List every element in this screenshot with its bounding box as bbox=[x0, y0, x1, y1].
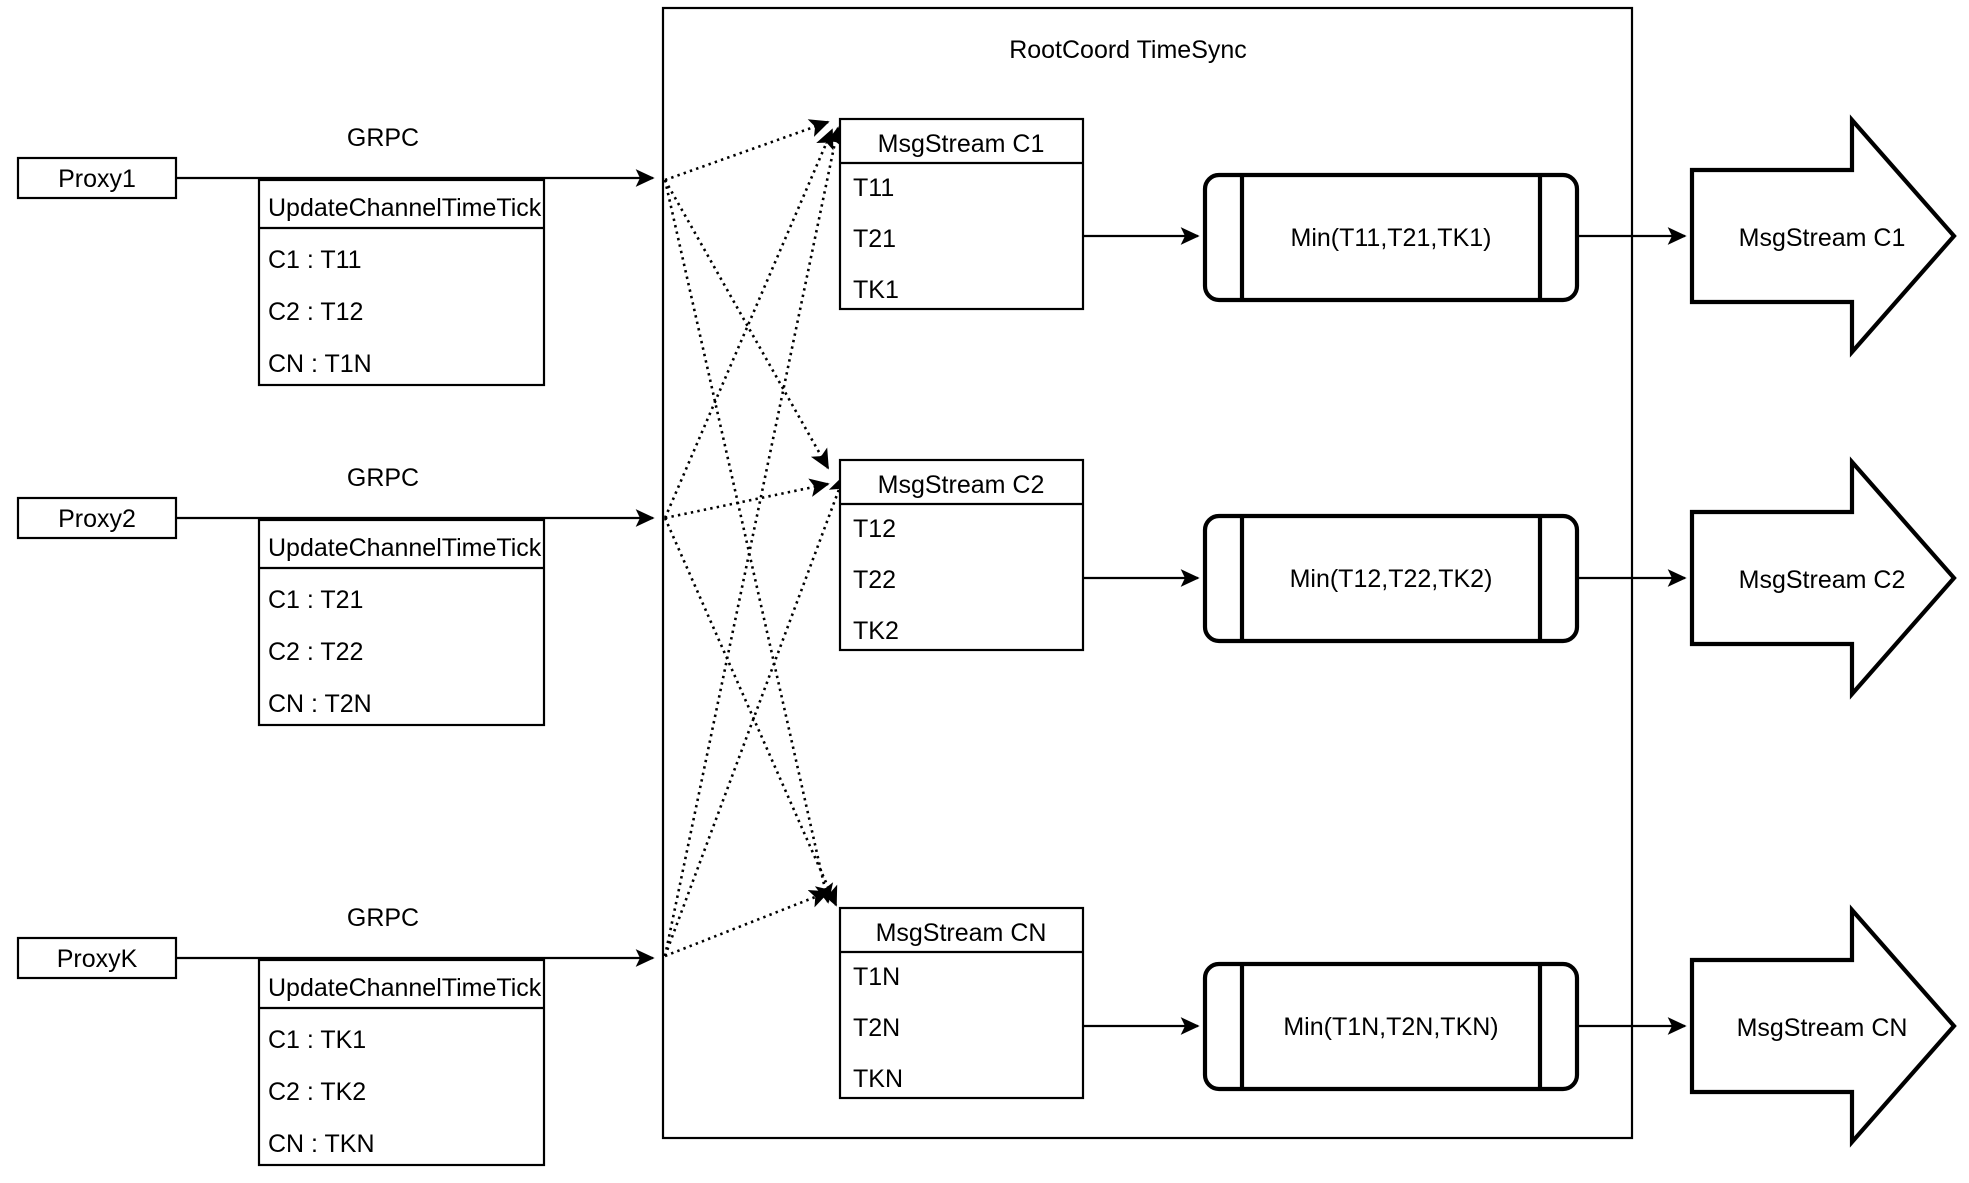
proxy-label-2: Proxy2 bbox=[58, 505, 136, 533]
min-label-3: Min(T1N,T2N,TKN) bbox=[1283, 1013, 1498, 1041]
min-process-1: Min(T11,T21,TK1) bbox=[1202, 172, 1580, 303]
msgstream-buffer-2: MsgStream C2 T12 T22 TK2 bbox=[838, 458, 1085, 652]
rpc-row-3-0: C1 : TK1 bbox=[268, 1026, 366, 1054]
msgstream-tick-2-1: T22 bbox=[853, 566, 896, 594]
proxy-label-3: ProxyK bbox=[57, 945, 138, 973]
rpc-row-3-2: CN : TKN bbox=[268, 1130, 375, 1158]
route-p1-cn bbox=[663, 179, 834, 904]
grpc-label-1: GRPC bbox=[347, 124, 419, 152]
min-label-1: Min(T11,T21,TK1) bbox=[1291, 224, 1492, 252]
output-label-3: MsgStream CN bbox=[1737, 1014, 1908, 1042]
msgstream-tick-3-0: T1N bbox=[853, 963, 900, 991]
msgstream-buffer-3: MsgStream CN T1N T2N TKN bbox=[838, 906, 1085, 1100]
channel-group-3: MsgStream CN T1N T2N TKN Min(T1N,T2N,TKN… bbox=[838, 904, 1957, 1148]
output-arrow-3: MsgStream CN bbox=[1689, 904, 1957, 1148]
proxy-group-2: Proxy2 GRPC UpdateChannelTimeTick C1 : T… bbox=[16, 464, 655, 727]
msgstream-tick-1-2: TK1 bbox=[853, 276, 899, 304]
msgstream-tick-3-1: T2N bbox=[853, 1014, 900, 1042]
route-pk-c1 bbox=[663, 126, 844, 957]
rpc-row-2-1: C2 : T22 bbox=[268, 638, 363, 666]
route-p2-c2 bbox=[664, 478, 830, 520]
msgstream-tick-2-2: TK2 bbox=[853, 617, 899, 645]
rpc-row-2-2: CN : T2N bbox=[268, 690, 372, 718]
grpc-label-2: GRPC bbox=[347, 464, 419, 492]
msgstream-buffer-1: MsgStream C1 T11 T21 TK1 bbox=[838, 117, 1085, 311]
route-p1-c2 bbox=[663, 179, 830, 470]
msgstream-title-2: MsgStream C2 bbox=[878, 471, 1045, 499]
output-label-2: MsgStream C2 bbox=[1739, 566, 1906, 594]
proxy-box-1[interactable] bbox=[16, 156, 178, 200]
rpc-payload-box-2: UpdateChannelTimeTick C1 : T21 C2 : T22 … bbox=[257, 518, 546, 727]
output-label-1: MsgStream C1 bbox=[1739, 224, 1906, 252]
msgstream-title-1: MsgStream C1 bbox=[878, 130, 1045, 158]
rpc-row-3-1: C2 : TK2 bbox=[268, 1078, 366, 1106]
msgstream-tick-2-0: T12 bbox=[853, 515, 896, 543]
route-p1-c1 bbox=[664, 119, 830, 182]
route-p2-c1 bbox=[663, 128, 834, 519]
rpc-row-1-0: C1 : T11 bbox=[268, 246, 362, 274]
rpc-header-3: UpdateChannelTimeTick bbox=[268, 974, 542, 1002]
grpc-label-3: GRPC bbox=[347, 904, 419, 932]
rpc-payload-box-3: UpdateChannelTimeTick C1 : TK1 C2 : TK2 … bbox=[257, 958, 546, 1167]
rpc-header-2: UpdateChannelTimeTick bbox=[268, 534, 542, 562]
channel-group-2: MsgStream C2 T12 T22 TK2 Min(T12,T22,TK2… bbox=[838, 456, 1957, 700]
min-process-3: Min(T1N,T2N,TKN) bbox=[1202, 961, 1580, 1092]
output-arrow-1: MsgStream C1 bbox=[1689, 114, 1957, 358]
container-title: RootCoord TimeSync bbox=[1009, 36, 1247, 64]
msgstream-tick-1-0: T11 bbox=[853, 174, 894, 202]
route-pk-cn bbox=[664, 889, 830, 958]
rpc-row-1-2: CN : T1N bbox=[268, 350, 372, 378]
proxy-label-1: Proxy1 bbox=[58, 165, 136, 193]
rpc-payload-box-1: UpdateChannelTimeTick C1 : T11 C2 : T12 … bbox=[257, 178, 546, 387]
msgstream-title-3: MsgStream CN bbox=[876, 919, 1047, 947]
proxy-group-1: Proxy1 GRPC UpdateChannelTimeTick C1 : T… bbox=[16, 124, 655, 387]
msgstream-tick-1-1: T21 bbox=[853, 225, 896, 253]
output-arrow-2: MsgStream C2 bbox=[1689, 456, 1957, 700]
proxy-group-3: ProxyK GRPC UpdateChannelTimeTick C1 : T… bbox=[16, 904, 655, 1167]
rpc-header-1: UpdateChannelTimeTick bbox=[268, 194, 542, 222]
channel-group-1: MsgStream C1 T11 T21 TK1 Min(T11,T21,TK1… bbox=[838, 114, 1957, 358]
rpc-row-2-0: C1 : T21 bbox=[268, 586, 363, 614]
timetick-routing-edges bbox=[663, 119, 847, 958]
min-process-2: Min(T12,T22,TK2) bbox=[1202, 513, 1580, 644]
rpc-row-1-1: C2 : T12 bbox=[268, 298, 363, 326]
route-p2-cn bbox=[663, 517, 838, 907]
proxy-box-3[interactable] bbox=[16, 936, 178, 980]
msgstream-tick-3-2: TKN bbox=[853, 1065, 903, 1093]
min-label-2: Min(T12,T22,TK2) bbox=[1290, 565, 1493, 593]
